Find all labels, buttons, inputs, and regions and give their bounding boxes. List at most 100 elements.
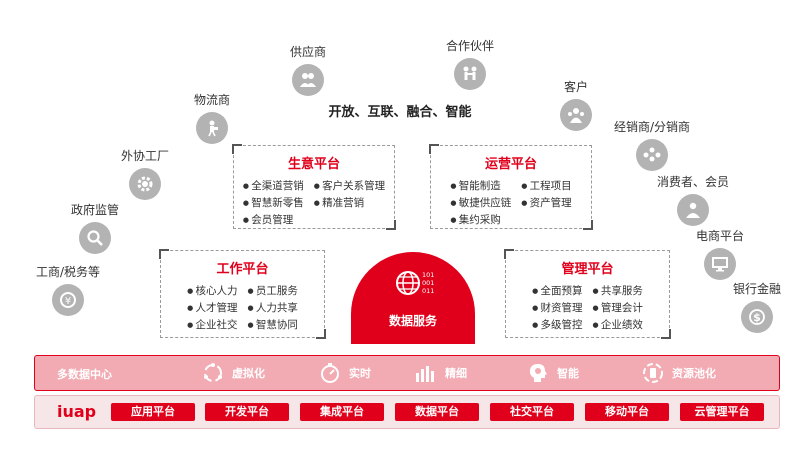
band-title: 多数据中心 (57, 368, 112, 381)
node-label: 经销商/分销商 (613, 120, 691, 134)
globe-data-icon: 101 001 011 (396, 271, 434, 295)
magnifier-icon (79, 222, 111, 254)
platform-item: 智能制造 (450, 178, 511, 193)
feature-label: 实时 (349, 367, 371, 380)
platform-item: 智慧新零售 (243, 195, 304, 210)
handshake-people-icon (454, 58, 486, 90)
node-label: 银行金融 (732, 282, 781, 296)
node-bank: 银行金融 $ (712, 280, 800, 333)
node-tax: 工商/税务等 ¥ (23, 263, 113, 316)
platform-item: 会员管理 (243, 212, 304, 227)
feature-realtime: 实时 (317, 360, 371, 386)
platform-item: 企业社交 (187, 317, 238, 332)
dollar-icon: $ (741, 301, 773, 333)
svg-text:$: $ (753, 311, 761, 324)
binary-text: 011 (422, 287, 434, 295)
feature-fine: 精细 (413, 360, 467, 386)
platform-title: 运营平台 (484, 157, 537, 172)
virtualization-icon (204, 363, 222, 382)
node-label: 物流商 (193, 93, 230, 107)
node-label: 政府监管 (70, 203, 119, 217)
delivery-person-icon (196, 112, 228, 144)
platform-pill: 社交平台 (490, 403, 574, 421)
platform-item: 敏捷供应链 (450, 195, 512, 210)
feature-label: 智能 (557, 367, 579, 380)
platform-item: 企业绩效 (593, 317, 643, 332)
iuap-band: iuap 应用平台 开发平台 集成平台 数据平台 社交平台 移动平台 云管理平台 (34, 395, 780, 429)
platform-item: 人才管理 (187, 300, 238, 315)
feature-resource-pool: 资源池化 (640, 360, 716, 386)
node-distributor: 经销商/分销商 (607, 118, 697, 171)
platform-item: 管理会计 (593, 300, 643, 315)
platform-item-list: 智能制造 工程项目 敏捷供应链 资产管理 集约采购 (431, 178, 591, 227)
feature-label: 资源池化 (672, 367, 716, 380)
customers-icon (560, 99, 592, 131)
node-label: 消费者、会员 (656, 175, 729, 189)
platform-pill: 集成平台 (300, 403, 384, 421)
feature-label: 虚拟化 (232, 367, 265, 380)
platform-item: 多级管控 (532, 317, 583, 332)
consumer-icon (677, 194, 709, 226)
platform-item: 精准营销 (314, 195, 385, 210)
data-service-dome: 101 001 011 数据服务 (351, 252, 475, 344)
node-ecommerce: 电商平台 (675, 227, 765, 280)
gear-icon (129, 168, 161, 200)
platform-item: 工程项目 (521, 178, 572, 193)
platform-item: 员工服务 (248, 283, 298, 298)
platform-item: 智慧协同 (248, 317, 298, 332)
data-center-band: 多数据中心 虚拟化 实时 精细 智能 资源池化 (34, 355, 780, 391)
platform-item: 共享服务 (593, 283, 643, 298)
node-consumer: 消费者、会员 (648, 173, 738, 226)
platform-item: 财资管理 (532, 300, 583, 315)
operation-platform-box: 运营平台 智能制造 工程项目 敏捷供应链 资产管理 集约采购 (429, 144, 593, 230)
node-label: 供应商 (289, 45, 326, 59)
platform-pill: 移动平台 (585, 403, 669, 421)
brain-head-icon (529, 364, 547, 382)
people-icon (292, 64, 324, 96)
platform-pill: 数据平台 (395, 403, 479, 421)
node-gov: 政府监管 (50, 201, 140, 254)
monitor-icon (704, 248, 736, 280)
node-label: 电商平台 (695, 229, 744, 243)
slogan: 开放、互联、融合、智能 (328, 105, 472, 120)
platform-item: 集约采购 (450, 212, 511, 227)
node-label: 工商/税务等 (35, 265, 101, 279)
resource-pool-icon (643, 363, 663, 383)
platform-item: 人力共享 (248, 300, 298, 315)
data-service-label: 数据服务 (388, 314, 437, 328)
node-customer: 客户 (531, 78, 621, 131)
platform-item: 资产管理 (521, 195, 572, 210)
node-logistics: 物流商 (167, 91, 257, 144)
feature-smart: 智能 (525, 360, 579, 386)
management-platform-box: 管理平台 全面预算 共享服务 财资管理 管理会计 多级管控 企业绩效 (504, 249, 671, 339)
work-platform-box: 工作平台 核心人力 员工服务 人才管理 人力共享 企业社交 智慧协同 (159, 249, 326, 339)
node-label: 外协工厂 (120, 149, 169, 163)
platform-item: 全面预算 (532, 283, 583, 298)
platform-title: 工作平台 (216, 262, 269, 277)
node-supplier: 供应商 (263, 43, 353, 96)
binary-text: 101 (422, 271, 434, 279)
platform-item: 客户关系管理 (314, 178, 385, 193)
platform-pill: 应用平台 (111, 403, 195, 421)
bar-chart-icon (416, 366, 434, 382)
node-label: 合作伙伴 (445, 39, 494, 53)
platform-item-list: 全面预算 共享服务 财资管理 管理会计 多级管控 企业绩效 (506, 283, 669, 332)
binary-text: 001 (422, 279, 434, 287)
platform-item: 全渠道营销 (243, 178, 304, 193)
platform-title: 管理平台 (561, 262, 614, 277)
business-platform-box: 生意平台 全渠道营销 客户关系管理 智慧新零售 精准营销 会员管理 (232, 144, 396, 230)
platform-item-list: 核心人力 员工服务 人才管理 人力共享 企业社交 智慧协同 (161, 283, 324, 332)
node-factory: 外协工厂 (100, 147, 190, 200)
node-partner: 合作伙伴 (425, 37, 515, 90)
platform-title: 生意平台 (287, 157, 340, 172)
feature-label: 精细 (445, 367, 467, 380)
group-icon (636, 139, 668, 171)
platform-item-list: 全渠道营销 客户关系管理 智慧新零售 精准营销 会员管理 (234, 178, 394, 227)
platform-item: 核心人力 (187, 283, 238, 298)
stopwatch-icon (321, 363, 339, 383)
node-label: 客户 (563, 80, 588, 94)
platform-pill: 开发平台 (205, 403, 289, 421)
iuap-logo: iuap (57, 402, 97, 421)
platform-pill: 云管理平台 (680, 403, 764, 421)
tax-seal-icon: ¥ (52, 284, 84, 316)
